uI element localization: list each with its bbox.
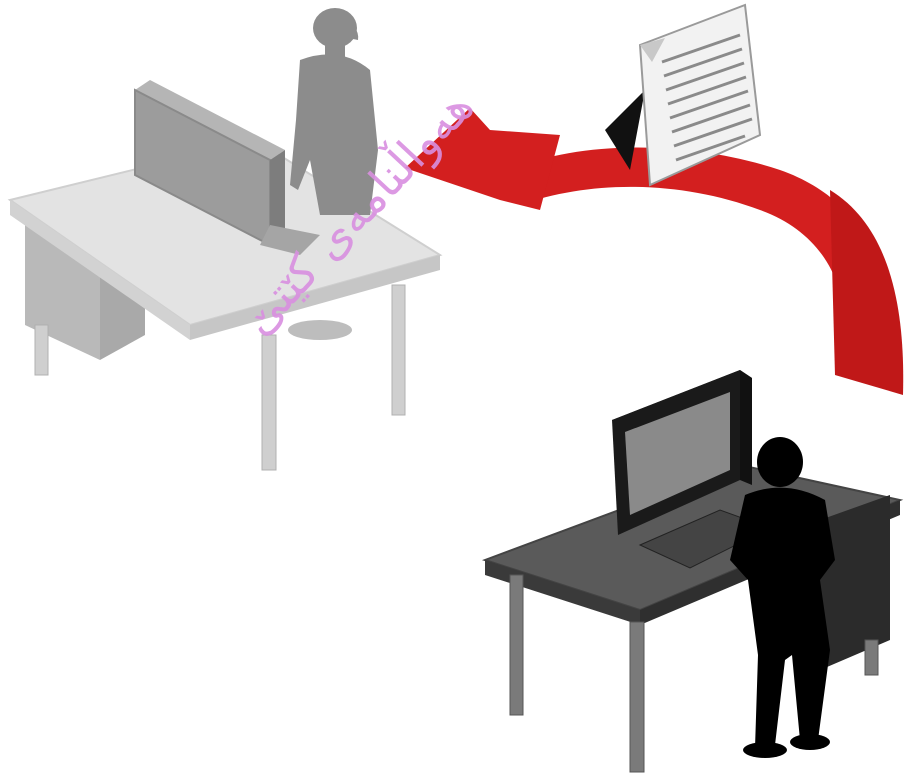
document-icon: [605, 5, 760, 185]
desk-right: [485, 465, 900, 772]
